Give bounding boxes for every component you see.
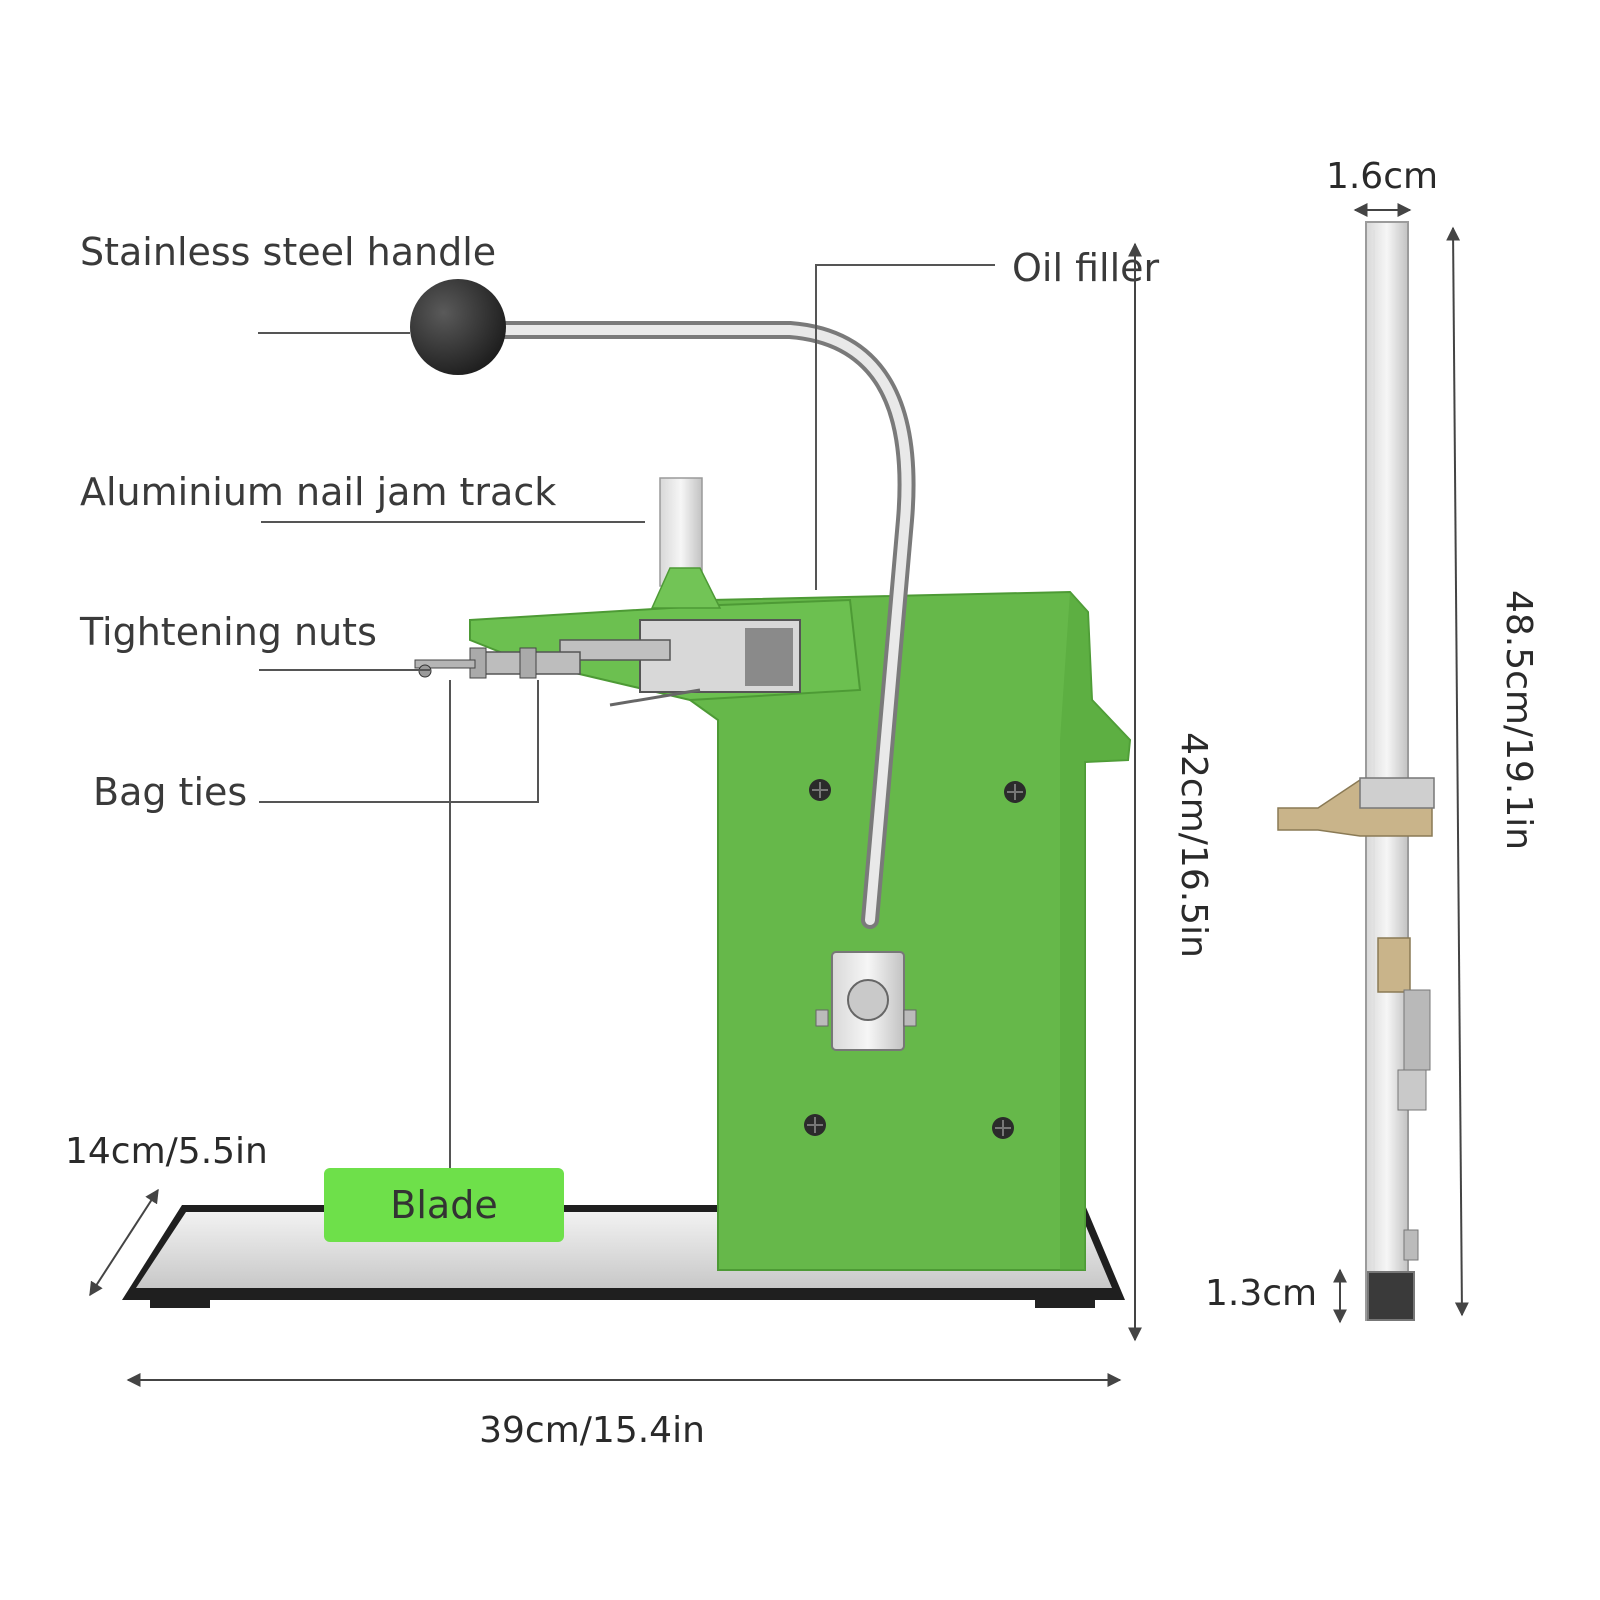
track-side-view (1277, 221, 1435, 1321)
dim-machine-height: 42cm/16.5in (1173, 732, 1214, 958)
bag-tying-machine (122, 279, 1132, 1308)
screw (809, 779, 831, 801)
handle-knob-icon (410, 279, 506, 375)
dimension-lines (89, 203, 1469, 1387)
screw (804, 1114, 826, 1136)
screw (1004, 781, 1026, 803)
dim-base-depth: 14cm/5.5in (65, 1131, 268, 1172)
callout-handle-label: Stainless steel handle (80, 230, 496, 274)
dim-track-width: 1.6cm (1326, 156, 1438, 197)
blade-badge: Blade (324, 1168, 564, 1242)
callout-oil-filler-label: Oil filler (1012, 246, 1160, 290)
callout-track-label: Aluminium nail jam track (80, 470, 556, 514)
machine-body (469, 590, 1132, 1271)
dim-track-length: 48.5cm/19.1in (1498, 590, 1539, 850)
dim-base-length: 39cm/15.4in (479, 1410, 705, 1451)
dim-track-end: 1.3cm (1205, 1273, 1317, 1314)
callout-blade-label: Blade (390, 1183, 497, 1227)
stainless-steel-handle (410, 279, 917, 1051)
clamp-mechanism (414, 619, 801, 707)
screw (992, 1117, 1014, 1139)
tightening-nut (519, 647, 537, 679)
nail-jam-track (650, 477, 722, 609)
callout-nuts-label: Tightening nuts (79, 610, 377, 654)
callout-bag-ties-label: Bag ties (93, 770, 247, 814)
leader-lines (258, 264, 995, 1168)
